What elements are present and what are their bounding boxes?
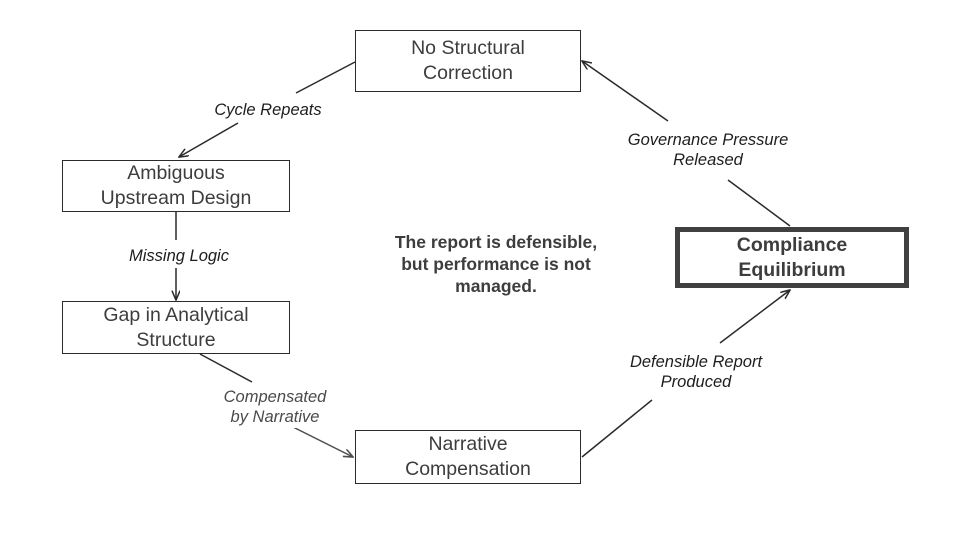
node-label-ambiguous-upstream-design: Ambiguous Upstream Design [100,162,252,209]
edge-gap-to-narrative [199,353,353,457]
node-no-structural-correction[interactable]: No Structural Correction [355,30,581,92]
center-note: The report is defensible, but performanc… [394,232,598,296]
node-gap-in-analytical-structure[interactable]: Gap in Analytical Structure [62,301,290,354]
node-label-gap-in-analytical-structure: Gap in Analytical Structure [103,303,249,351]
edge-narrative-to-equilibrium [581,290,790,458]
node-label-no-structural-correction: No Structural Correction [411,37,525,84]
edge-correction-to-ambiguous [179,61,356,157]
node-compliance-equilibrium[interactable]: Compliance Equilibrium [675,227,909,288]
node-narrative-compensation[interactable]: Narrative Compensation [355,430,581,484]
node-label-compliance-equilibrium: Compliance Equilibrium [736,233,848,281]
edge-label-missing-logic: Missing Logic [116,245,242,267]
edge-label-compensated-by-narrative: Compensated by Narrative [211,386,339,428]
edge-label-governance-pressure-released: Governance Pressure Released [613,129,803,171]
node-ambiguous-upstream-design[interactable]: Ambiguous Upstream Design [62,160,290,212]
edge-equilibrium-to-correction [582,61,791,227]
edge-label-cycle-repeats: Cycle Repeats [205,99,331,121]
edge-label-defensible-report-produced: Defensible Report Produced [614,351,778,393]
node-label-narrative-compensation: Narrative Compensation [405,433,531,480]
